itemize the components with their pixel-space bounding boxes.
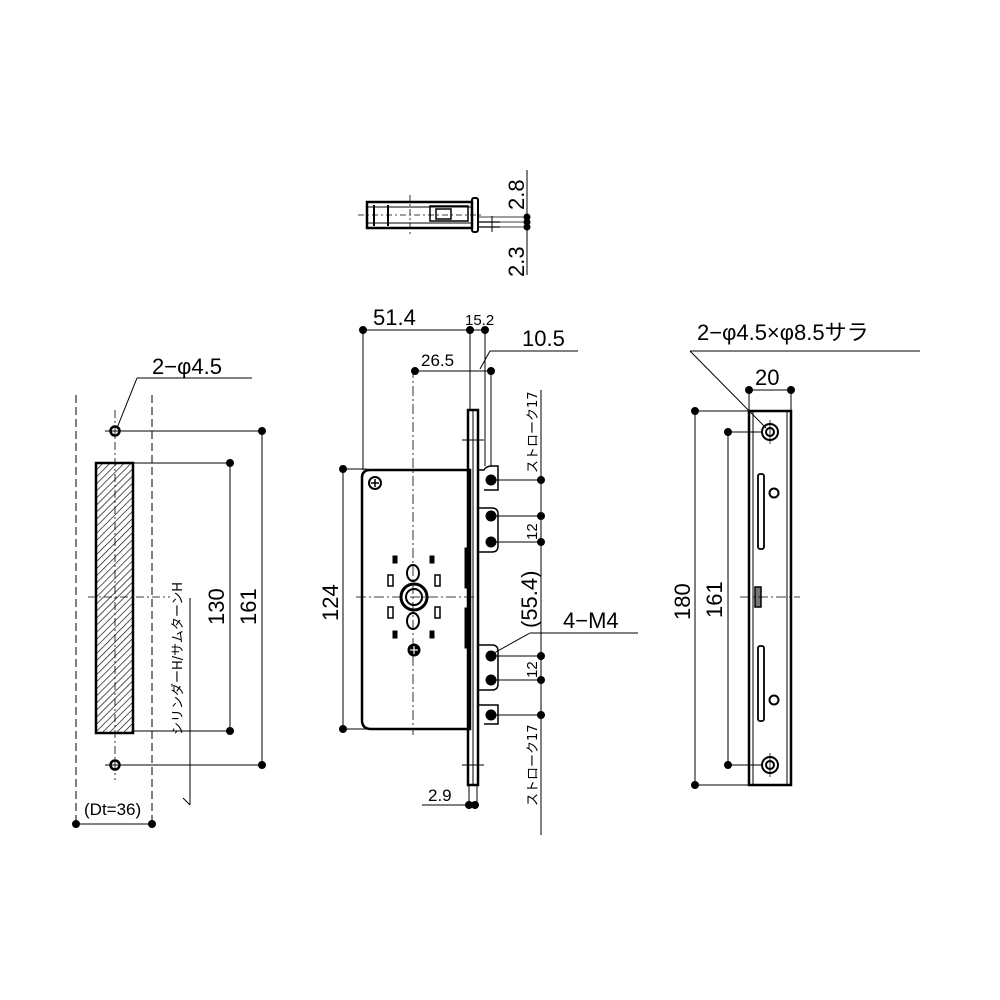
stroke-label-lower: ストローク17	[526, 724, 541, 806]
dim-backset: (Dt=36)	[84, 800, 141, 819]
dim-12-upper: 12	[524, 523, 541, 540]
dim-12-lower: 12	[524, 661, 541, 678]
dim-55-4: (55.4)	[517, 571, 542, 628]
dim-26-5: 26.5	[421, 351, 454, 370]
dim-top-upper: 2.8	[504, 179, 529, 210]
stroke-label-upper: ストローク17	[526, 391, 541, 473]
dim-161-faceplate: 161	[702, 581, 727, 618]
dim-51-4: 51.4	[373, 305, 416, 330]
dim-15-2: 15.2	[465, 312, 494, 329]
dim-20: 20	[755, 365, 779, 390]
dim-124: 124	[318, 584, 343, 621]
dim-side-130: 130	[204, 588, 229, 625]
dim-top-lower: 2.3	[504, 246, 529, 277]
side-view	[72, 377, 266, 828]
dim-side-161: 161	[236, 588, 261, 625]
top-view	[358, 170, 531, 275]
screw-note: 4−M4	[563, 608, 619, 633]
dim-2-9: 2.9	[428, 786, 452, 805]
dim-10-5: 10.5	[522, 326, 565, 351]
dim-180: 180	[670, 583, 695, 620]
side-hole-note: 2−φ4.5	[152, 354, 222, 379]
cylinder-thumbturn-label: シリンダーH/サムターンH	[171, 582, 186, 735]
faceplate-view	[689, 350, 920, 789]
faceplate-hole-note: 2−φ4.5×φ8.5サラ	[697, 320, 869, 345]
front-view	[339, 326, 638, 835]
